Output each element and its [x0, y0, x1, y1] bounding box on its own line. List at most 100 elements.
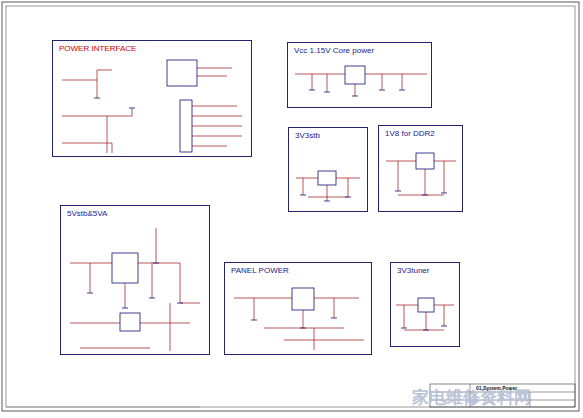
panel-heading: Vcc 1.15V Core power [294, 46, 374, 55]
wire [334, 298, 335, 318]
capacitor-symbol [129, 108, 135, 109]
wire [396, 305, 418, 306]
capacitor-symbol [441, 193, 447, 194]
wire [303, 310, 304, 328]
ic-symbol [345, 66, 365, 84]
wire [314, 328, 315, 350]
ic-symbol [167, 60, 197, 86]
panel-heading: 3V3tuner [397, 266, 429, 275]
ic-symbol [318, 171, 336, 185]
capacitor-symbol [422, 195, 428, 196]
circuit-panel: POWER INTERFACE [52, 40, 252, 157]
wire [192, 146, 227, 147]
ic-symbol [112, 253, 138, 283]
ic-symbol [292, 288, 314, 310]
wire [192, 136, 242, 137]
wire [303, 178, 304, 195]
capacitor-symbol [441, 326, 447, 327]
wire [404, 330, 444, 331]
capacitor-symbol [324, 201, 330, 202]
ic-symbol [418, 298, 434, 312]
wire [296, 178, 318, 179]
wire [425, 169, 426, 195]
wire [192, 106, 237, 107]
circuit-drawing [62, 60, 242, 153]
wire [90, 263, 91, 293]
wire [308, 197, 348, 198]
capacitor-symbol [177, 303, 183, 304]
wire [80, 348, 150, 349]
capacitor-symbol [401, 328, 407, 329]
wire [382, 74, 383, 90]
panel-heading: POWER INTERFACE [59, 44, 136, 53]
wire [426, 312, 427, 330]
wire [197, 76, 227, 77]
circuit-drawing [386, 153, 456, 195]
circuit-drawing [234, 288, 364, 350]
wire [170, 303, 171, 351]
wire [125, 283, 126, 308]
title-block-text: 01.System Power [476, 385, 517, 391]
wire [404, 305, 405, 328]
wire [365, 74, 427, 75]
circuit-drawing [296, 171, 360, 201]
capacitor-symbol [331, 318, 337, 319]
ic-symbol [416, 153, 434, 169]
wire [398, 195, 444, 196]
circuit-drawing [396, 298, 454, 330]
panel-heading: 5Vstb&5VA [67, 209, 107, 218]
circuit-panel: PANEL POWER [224, 262, 372, 355]
ic-symbol [180, 100, 192, 152]
wire [355, 84, 356, 96]
circuit-panel: 1V8 for DDR2 [378, 125, 463, 212]
ic-symbol [120, 313, 140, 331]
wire [140, 323, 190, 324]
capacitor-symbol [395, 191, 401, 192]
wire [348, 178, 349, 197]
wire [327, 185, 328, 201]
wire [62, 70, 112, 80]
circuit-panel: 5Vstb&5VA [60, 205, 210, 355]
wire [386, 161, 416, 162]
wire [152, 263, 153, 298]
wire [197, 68, 232, 69]
wire [62, 143, 112, 153]
wire [138, 263, 180, 303]
capacitor-symbol [300, 195, 306, 196]
panel-heading: PANEL POWER [231, 266, 289, 275]
circuit-panel: 3V3stb [288, 127, 368, 212]
wire [234, 298, 292, 299]
capacitor-symbol [423, 330, 429, 331]
wire [254, 298, 255, 320]
wire [295, 74, 345, 75]
capacitor-symbol [324, 92, 330, 93]
panel-heading: 1V8 for DDR2 [385, 129, 435, 138]
capacitor-symbol [122, 308, 128, 309]
capacitor-symbol [251, 320, 257, 321]
circuit-panel: Vcc 1.15V Core power [287, 42, 432, 108]
wire [284, 340, 364, 341]
wire [402, 74, 403, 90]
capacitor-symbol [352, 96, 358, 97]
wire [156, 228, 157, 263]
wire [444, 305, 445, 326]
wire [97, 80, 98, 98]
capacitor-symbol [94, 98, 100, 99]
panel-heading: 3V3stb [295, 131, 320, 140]
wire [62, 108, 132, 116]
circuit-drawing [295, 66, 427, 96]
circuit-drawing [70, 228, 200, 351]
wire [70, 323, 120, 324]
wire [434, 161, 456, 162]
capacitor-symbol [300, 328, 306, 329]
wire [444, 161, 445, 193]
capacitor-symbol [149, 298, 155, 299]
wire [70, 263, 112, 264]
wire [327, 74, 328, 92]
capacitor-symbol [379, 90, 385, 91]
wire [107, 116, 108, 153]
capacitor-symbol [309, 90, 315, 91]
wire [314, 298, 359, 299]
capacitor-symbol [87, 293, 93, 294]
circuit-panel: 3V3tuner [390, 262, 460, 347]
